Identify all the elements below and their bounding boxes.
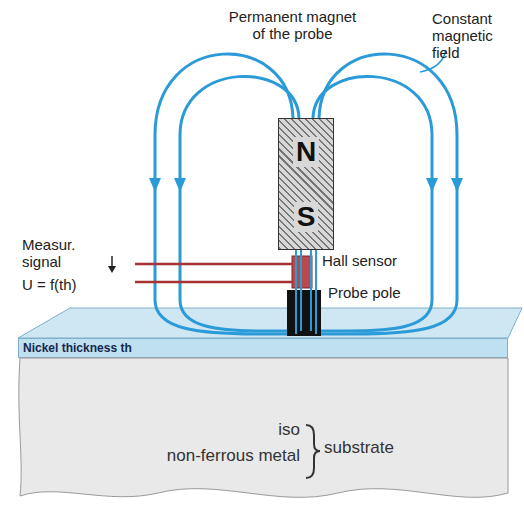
signal-formula: U = f(th) — [22, 276, 77, 293]
part-label: Probe pole — [328, 284, 438, 301]
signal-formula: U = f(th) — [22, 276, 122, 293]
substrate-label: iso — [278, 420, 300, 439]
arrowhead — [451, 178, 463, 192]
arrowhead — [426, 178, 438, 192]
pole-letter: N — [293, 137, 319, 167]
arrowhead — [149, 178, 161, 192]
part-label: Hall sensor — [322, 252, 432, 269]
part-label: Hall sensor — [322, 252, 397, 269]
signal-label: Measur. signal — [22, 236, 94, 270]
down-arrow — [108, 256, 116, 273]
field-line — [155, 54, 296, 334]
arrowhead — [174, 178, 186, 192]
part-label: Permanent magnet of the probe — [225, 8, 360, 42]
substrate-shape — [19, 358, 508, 497]
part-label: Constant magnetic field — [432, 10, 522, 61]
signal-wires — [135, 264, 292, 282]
part-label: Constant magnetic field — [432, 10, 493, 61]
substrate-label: non-ferrous metal — [167, 446, 300, 465]
part-label: Permanent magnet of the probe — [229, 8, 357, 42]
signal-label: Measur. signal — [22, 236, 75, 270]
field-line — [316, 54, 457, 334]
brace — [306, 425, 320, 478]
layer-label: Nickel thickness th — [23, 341, 503, 355]
nickel-layer: Nickel thickness th — [18, 338, 508, 358]
pole-letter: S — [294, 202, 319, 232]
substrate-block: iso non-ferrous metal substrate — [18, 358, 508, 508]
pole-field-lines — [296, 250, 316, 334]
part-label: Probe pole — [328, 284, 401, 301]
substrate-label: substrate — [324, 438, 394, 457]
substrate-outline — [18, 358, 508, 508]
magnet-body: NS — [278, 118, 334, 250]
